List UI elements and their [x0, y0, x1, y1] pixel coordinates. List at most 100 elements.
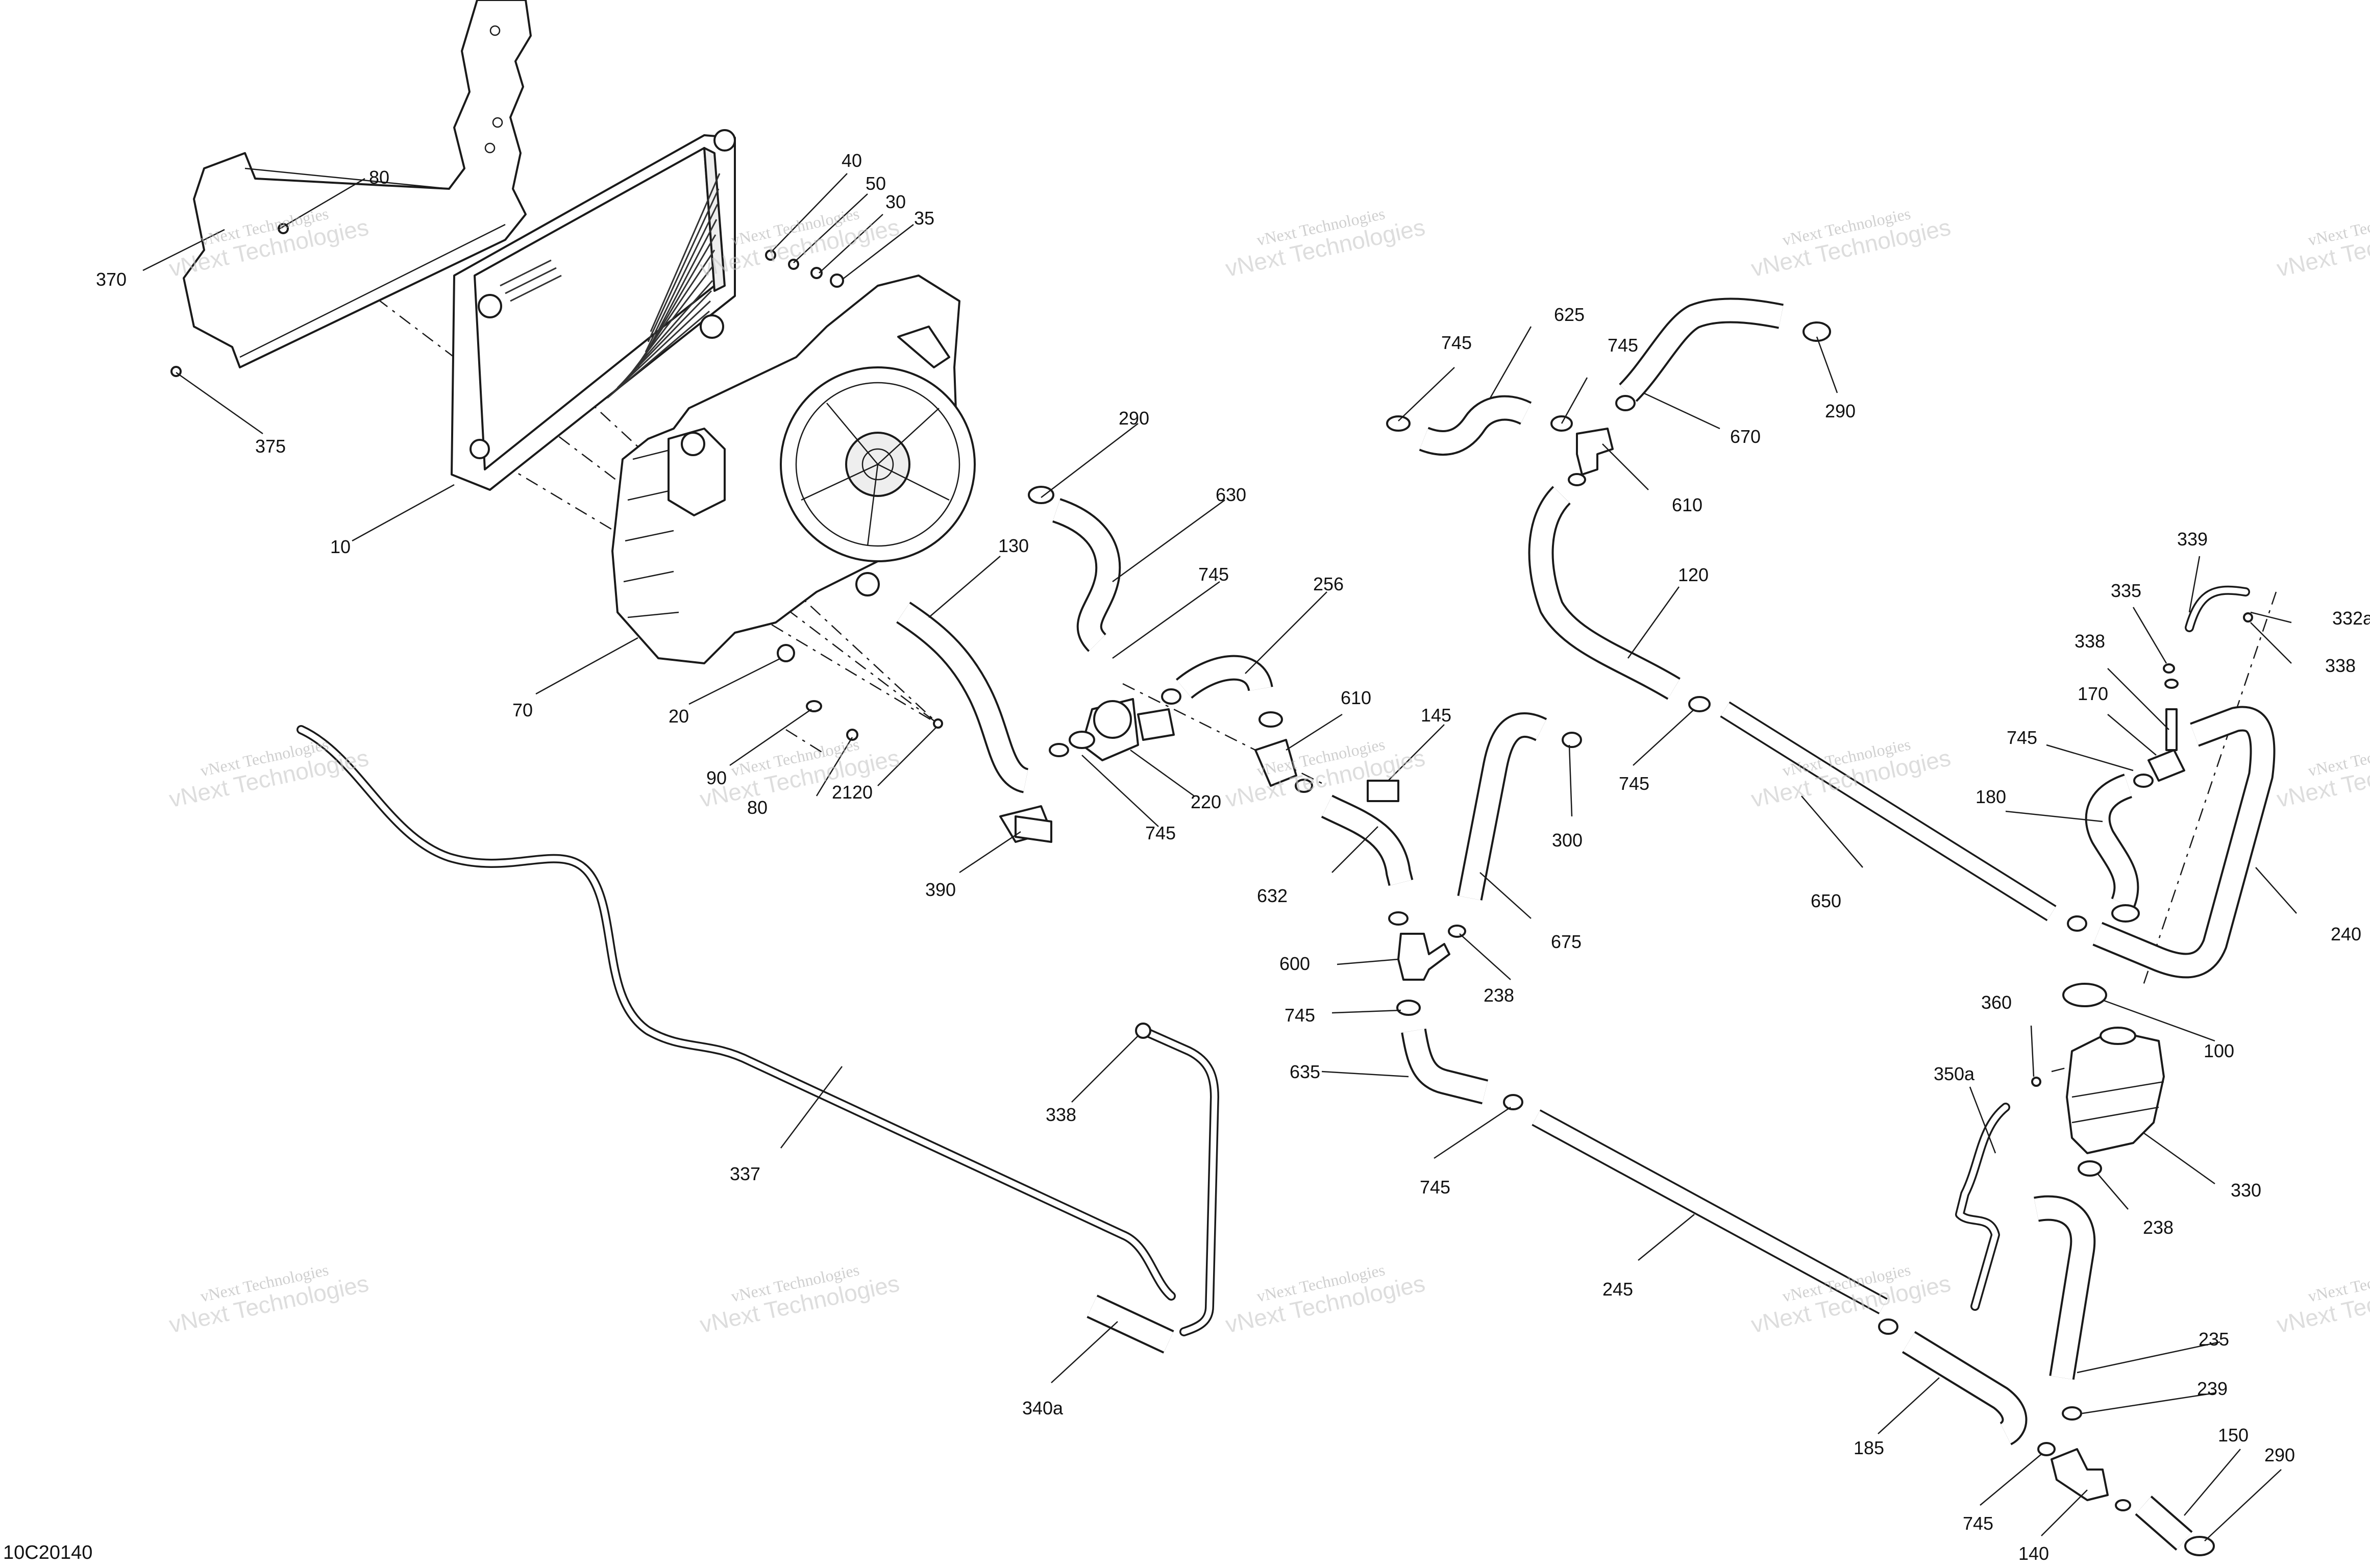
hose-670	[1615, 297, 1831, 411]
hose-240	[2092, 706, 2276, 979]
part-label: 145	[1420, 705, 1452, 726]
part-label: 238	[2142, 1217, 2174, 1238]
y-connector-600	[1396, 925, 1466, 1016]
part-label: 80	[368, 167, 390, 188]
part-label: 745	[2006, 727, 2038, 748]
part-label: 150	[2217, 1425, 2249, 1446]
part-label: 10	[330, 536, 351, 557]
radiator-10	[451, 129, 736, 491]
part-label: 630	[1215, 484, 1247, 505]
pipe-245	[1532, 1109, 1898, 1335]
part-label: 745	[1284, 1005, 1316, 1026]
reservoir-cap-100	[2062, 983, 2107, 1007]
part-label: 2120	[831, 782, 873, 803]
part-label: 610	[1671, 494, 1703, 515]
hose-180	[2085, 774, 2154, 923]
part-label: 220	[1190, 791, 1222, 812]
clamp-290-left	[1028, 486, 1054, 504]
tube-339	[2185, 585, 2253, 632]
part-label: 339	[2177, 529, 2208, 550]
part-label: 745	[1198, 564, 1229, 585]
part-label: 338	[1045, 1104, 1077, 1125]
part-label: 745	[1607, 335, 1639, 356]
tee-610-lower	[1254, 739, 1313, 793]
part-label: 300	[1551, 830, 1583, 851]
part-label: 350a	[1933, 1063, 1975, 1084]
hose-632	[1321, 794, 1414, 926]
part-label: 650	[1810, 890, 1842, 911]
part-label: 256	[1313, 574, 1344, 594]
part-label: 80	[747, 797, 768, 818]
leader-lines	[142, 173, 2297, 1541]
part-label: 745	[1441, 332, 1472, 353]
part-label: 338	[2325, 655, 2356, 676]
part-label: 290	[2264, 1445, 2295, 1465]
hose-120	[1528, 486, 1711, 712]
tube-350a	[1955, 1077, 2041, 1311]
part-label: 338	[2074, 631, 2106, 652]
part-label: 370	[95, 269, 127, 290]
part-label: 180	[1975, 786, 2007, 807]
part-label: 625	[1553, 304, 1585, 325]
part-label: 632	[1256, 885, 1288, 906]
part-label: 360	[1981, 992, 2012, 1013]
part-label: 100	[2203, 1040, 2235, 1061]
hose-238-reservoir	[2078, 1160, 2102, 1177]
part-label: 332a	[2332, 608, 2370, 629]
part-label: 745	[1419, 1177, 1451, 1198]
part-label: 745	[1145, 823, 1176, 843]
hose-635	[1401, 1028, 1523, 1110]
part-label: 745	[1962, 1513, 1994, 1534]
clamp-290-bottom	[2184, 1536, 2215, 1556]
part-label: 140	[2018, 1543, 2050, 1564]
coolant-reservoir-330	[2066, 1027, 2165, 1154]
part-label: 238	[1483, 985, 1515, 1006]
bracket-370	[183, 0, 532, 368]
part-label: 50	[865, 173, 886, 194]
part-label: 239	[2196, 1378, 2228, 1399]
hose-185	[1902, 1331, 2056, 1456]
part-label: 70	[512, 700, 533, 720]
diagram-reference-code: 10C20140	[3, 1542, 93, 1563]
part-label: 375	[255, 436, 286, 457]
part-label: 635	[1289, 1061, 1321, 1082]
hose-630	[1029, 487, 1121, 652]
part-label: 130	[998, 535, 1029, 556]
clamp-390	[1015, 815, 1052, 843]
hose-340a	[1087, 1295, 1174, 1354]
part-label: 20	[668, 706, 689, 727]
hose-675	[1457, 712, 1582, 901]
y-connector-140	[2051, 1448, 2131, 1511]
part-label: 30	[885, 191, 906, 212]
part-label: 745	[1618, 773, 1650, 794]
overflow-tube-337	[297, 725, 1176, 1301]
part-label: 40	[841, 150, 862, 171]
part-label: 90	[706, 767, 727, 788]
pipe-650	[1720, 701, 2087, 932]
clamp-145	[1367, 780, 1399, 802]
part-label: 235	[2198, 1329, 2230, 1350]
part-label: 330	[2230, 1180, 2262, 1201]
tee-610-upper	[1568, 428, 1614, 486]
part-label: 35	[914, 208, 935, 229]
part-label: 335	[2110, 580, 2142, 601]
part-label: 240	[2330, 924, 2362, 944]
part-label: 290	[1824, 401, 1856, 421]
part-label: 120	[1677, 564, 1709, 585]
part-label: 170	[2077, 683, 2109, 704]
hose-150	[2135, 1496, 2193, 1551]
part-label: 670	[1730, 426, 1761, 447]
hose-256	[1161, 655, 1283, 728]
part-label: 390	[925, 879, 956, 900]
hose-235	[2034, 1195, 2096, 1421]
part-label: 600	[1279, 953, 1311, 974]
connector-170	[2147, 663, 2185, 782]
part-label: 337	[729, 1163, 761, 1184]
part-label: 245	[1602, 1279, 1634, 1300]
fan-shroud-70	[611, 275, 976, 664]
part-label: 610	[1340, 687, 1372, 708]
part-label: 340a	[1022, 1398, 1064, 1418]
part-label: 675	[1550, 931, 1582, 952]
part-label: 185	[1853, 1437, 1885, 1458]
